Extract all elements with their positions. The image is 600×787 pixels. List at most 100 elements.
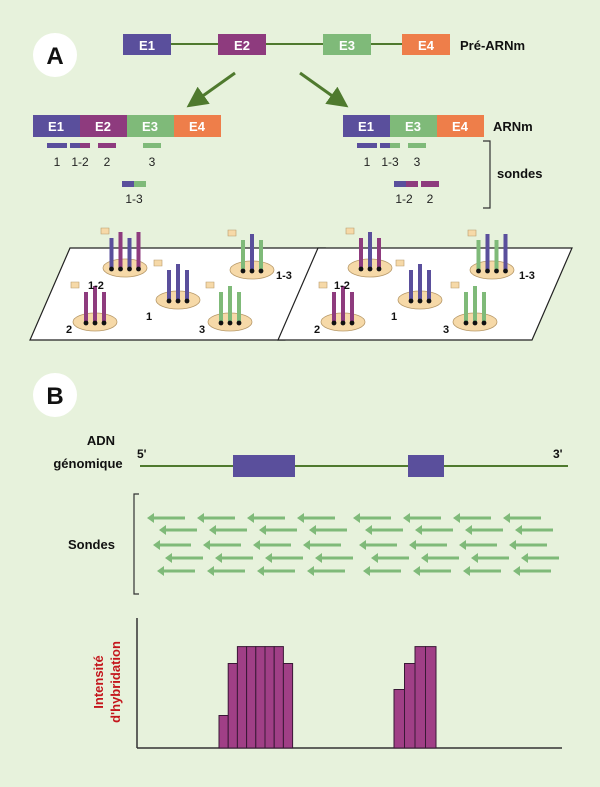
mrna-left-e3-label: E3 xyxy=(142,119,158,134)
hybrid-dot xyxy=(136,266,141,272)
probe-label: 1 xyxy=(54,155,61,169)
probe-bar xyxy=(390,143,400,148)
probe-arrow xyxy=(371,553,409,563)
hybrid-dot xyxy=(249,268,255,274)
array-spot xyxy=(467,229,515,280)
probe-bar xyxy=(380,143,390,148)
probe-arrow xyxy=(147,513,185,523)
probe-arrow xyxy=(309,525,347,535)
probe-arrow xyxy=(257,566,295,576)
hybrid-dot xyxy=(331,320,337,326)
probe-arrow xyxy=(247,513,285,523)
spot-tag xyxy=(467,229,477,237)
probe-arrow xyxy=(297,513,335,523)
hybrid-dot xyxy=(127,266,132,272)
microarray-chip-right xyxy=(277,227,573,341)
probe-arrow xyxy=(415,525,453,535)
probe-label: 2 xyxy=(104,155,111,169)
probe-bar xyxy=(122,181,134,187)
probe-arrow xyxy=(207,566,245,576)
intensity-bar xyxy=(273,646,284,749)
hybrid-dot xyxy=(408,298,414,304)
mrna-right-e4 xyxy=(437,115,484,137)
hybrid-dot xyxy=(417,298,423,304)
hybrid-dot xyxy=(236,320,242,326)
probe-arrow xyxy=(471,553,509,563)
pre-mrna: E1 E2 E3 E4 Pré-ARNm xyxy=(123,34,525,55)
probe-bar xyxy=(406,181,418,187)
hybrid-dot xyxy=(184,298,190,304)
hybrid-dot xyxy=(503,268,508,274)
hybrid-dot xyxy=(358,266,364,272)
spot-tag xyxy=(395,259,405,267)
hybrid-dot xyxy=(472,320,478,326)
array-spot xyxy=(345,227,393,278)
probe-arrow xyxy=(513,566,551,576)
probe-arrow xyxy=(203,540,241,550)
mrna-left-e2 xyxy=(80,115,127,137)
probe-bar xyxy=(421,181,439,187)
probe-label: 2 xyxy=(427,192,434,206)
intensity-label-line1: Intensité xyxy=(91,655,106,708)
probe-bar xyxy=(80,143,90,148)
mrna-left-e1 xyxy=(33,115,80,137)
mrna-left-e4-label: E4 xyxy=(189,119,206,134)
three-prime-label: 3' xyxy=(553,447,563,461)
mrna-left: E1 E2 E3 E4 xyxy=(33,115,221,137)
panel-b-badge-text: B xyxy=(46,383,63,410)
hybrid-dot xyxy=(481,320,487,326)
array-spot xyxy=(395,259,443,310)
spot-tag xyxy=(345,227,355,235)
probe-arrow xyxy=(459,540,497,550)
splice-arrow-left xyxy=(186,71,236,108)
mrna-left-e3 xyxy=(127,115,174,137)
chip-label: 1-2 xyxy=(88,280,104,292)
pre-mrna-exon-e1-label: E1 xyxy=(139,38,155,53)
intensity-bar xyxy=(404,663,416,749)
panel-a: A E1 E2 E3 E4 Pré-ARNm E1 E2 E3 E4 xyxy=(29,33,573,341)
intensity-label-line2: d'hybridation xyxy=(108,641,123,723)
probe-arrow xyxy=(453,513,491,523)
probe-bar xyxy=(394,181,406,187)
hybrid-dot xyxy=(118,266,123,272)
five-prime-label: 5' xyxy=(137,447,147,461)
intensity-bar xyxy=(425,646,437,749)
hybrid-dot xyxy=(485,268,490,274)
intensity-bar xyxy=(236,646,248,749)
pre-mrna-exon-e4 xyxy=(402,34,450,55)
intensity-bar xyxy=(255,646,266,749)
probe-arrow xyxy=(157,566,195,576)
probe-arrow xyxy=(209,525,247,535)
hybrid-dot xyxy=(166,298,172,304)
sondes-label: Sondes xyxy=(68,537,115,552)
array-spot xyxy=(450,281,498,332)
mrna-right-e1-label: E1 xyxy=(358,119,374,134)
hybrid-dot xyxy=(426,298,432,304)
probe-bar xyxy=(98,143,116,148)
pre-mrna-exon-e1 xyxy=(123,34,171,55)
probes-right: 1 1-3 3 1-2 2 xyxy=(357,143,439,206)
hybrid-dot xyxy=(367,266,373,272)
mrna-left-e2-label: E2 xyxy=(95,119,111,134)
probe-arrow xyxy=(353,513,391,523)
intensity-bar xyxy=(414,646,426,749)
probe-arrow xyxy=(465,525,503,535)
probe-arrow xyxy=(413,566,451,576)
chip-label: 1 xyxy=(391,311,397,323)
genomic-exon-1 xyxy=(233,455,295,477)
probe-arrow xyxy=(265,553,303,563)
probe-bar xyxy=(408,143,426,148)
probes-label: sondes xyxy=(497,166,543,181)
spot-tag xyxy=(100,227,110,235)
dna-label-line1: ADN xyxy=(87,433,115,448)
mrna-left-e1-label: E1 xyxy=(48,119,64,134)
spot-tag xyxy=(70,281,80,289)
hybrid-dot xyxy=(340,320,346,326)
mrna-right-e4-label: E4 xyxy=(452,119,469,134)
chip-label: 2 xyxy=(314,324,320,336)
spot-tag xyxy=(318,281,328,289)
probe-arrow xyxy=(515,525,553,535)
hybrid-dot xyxy=(83,320,89,326)
pre-mrna-exon-e4-label: E4 xyxy=(418,38,435,53)
